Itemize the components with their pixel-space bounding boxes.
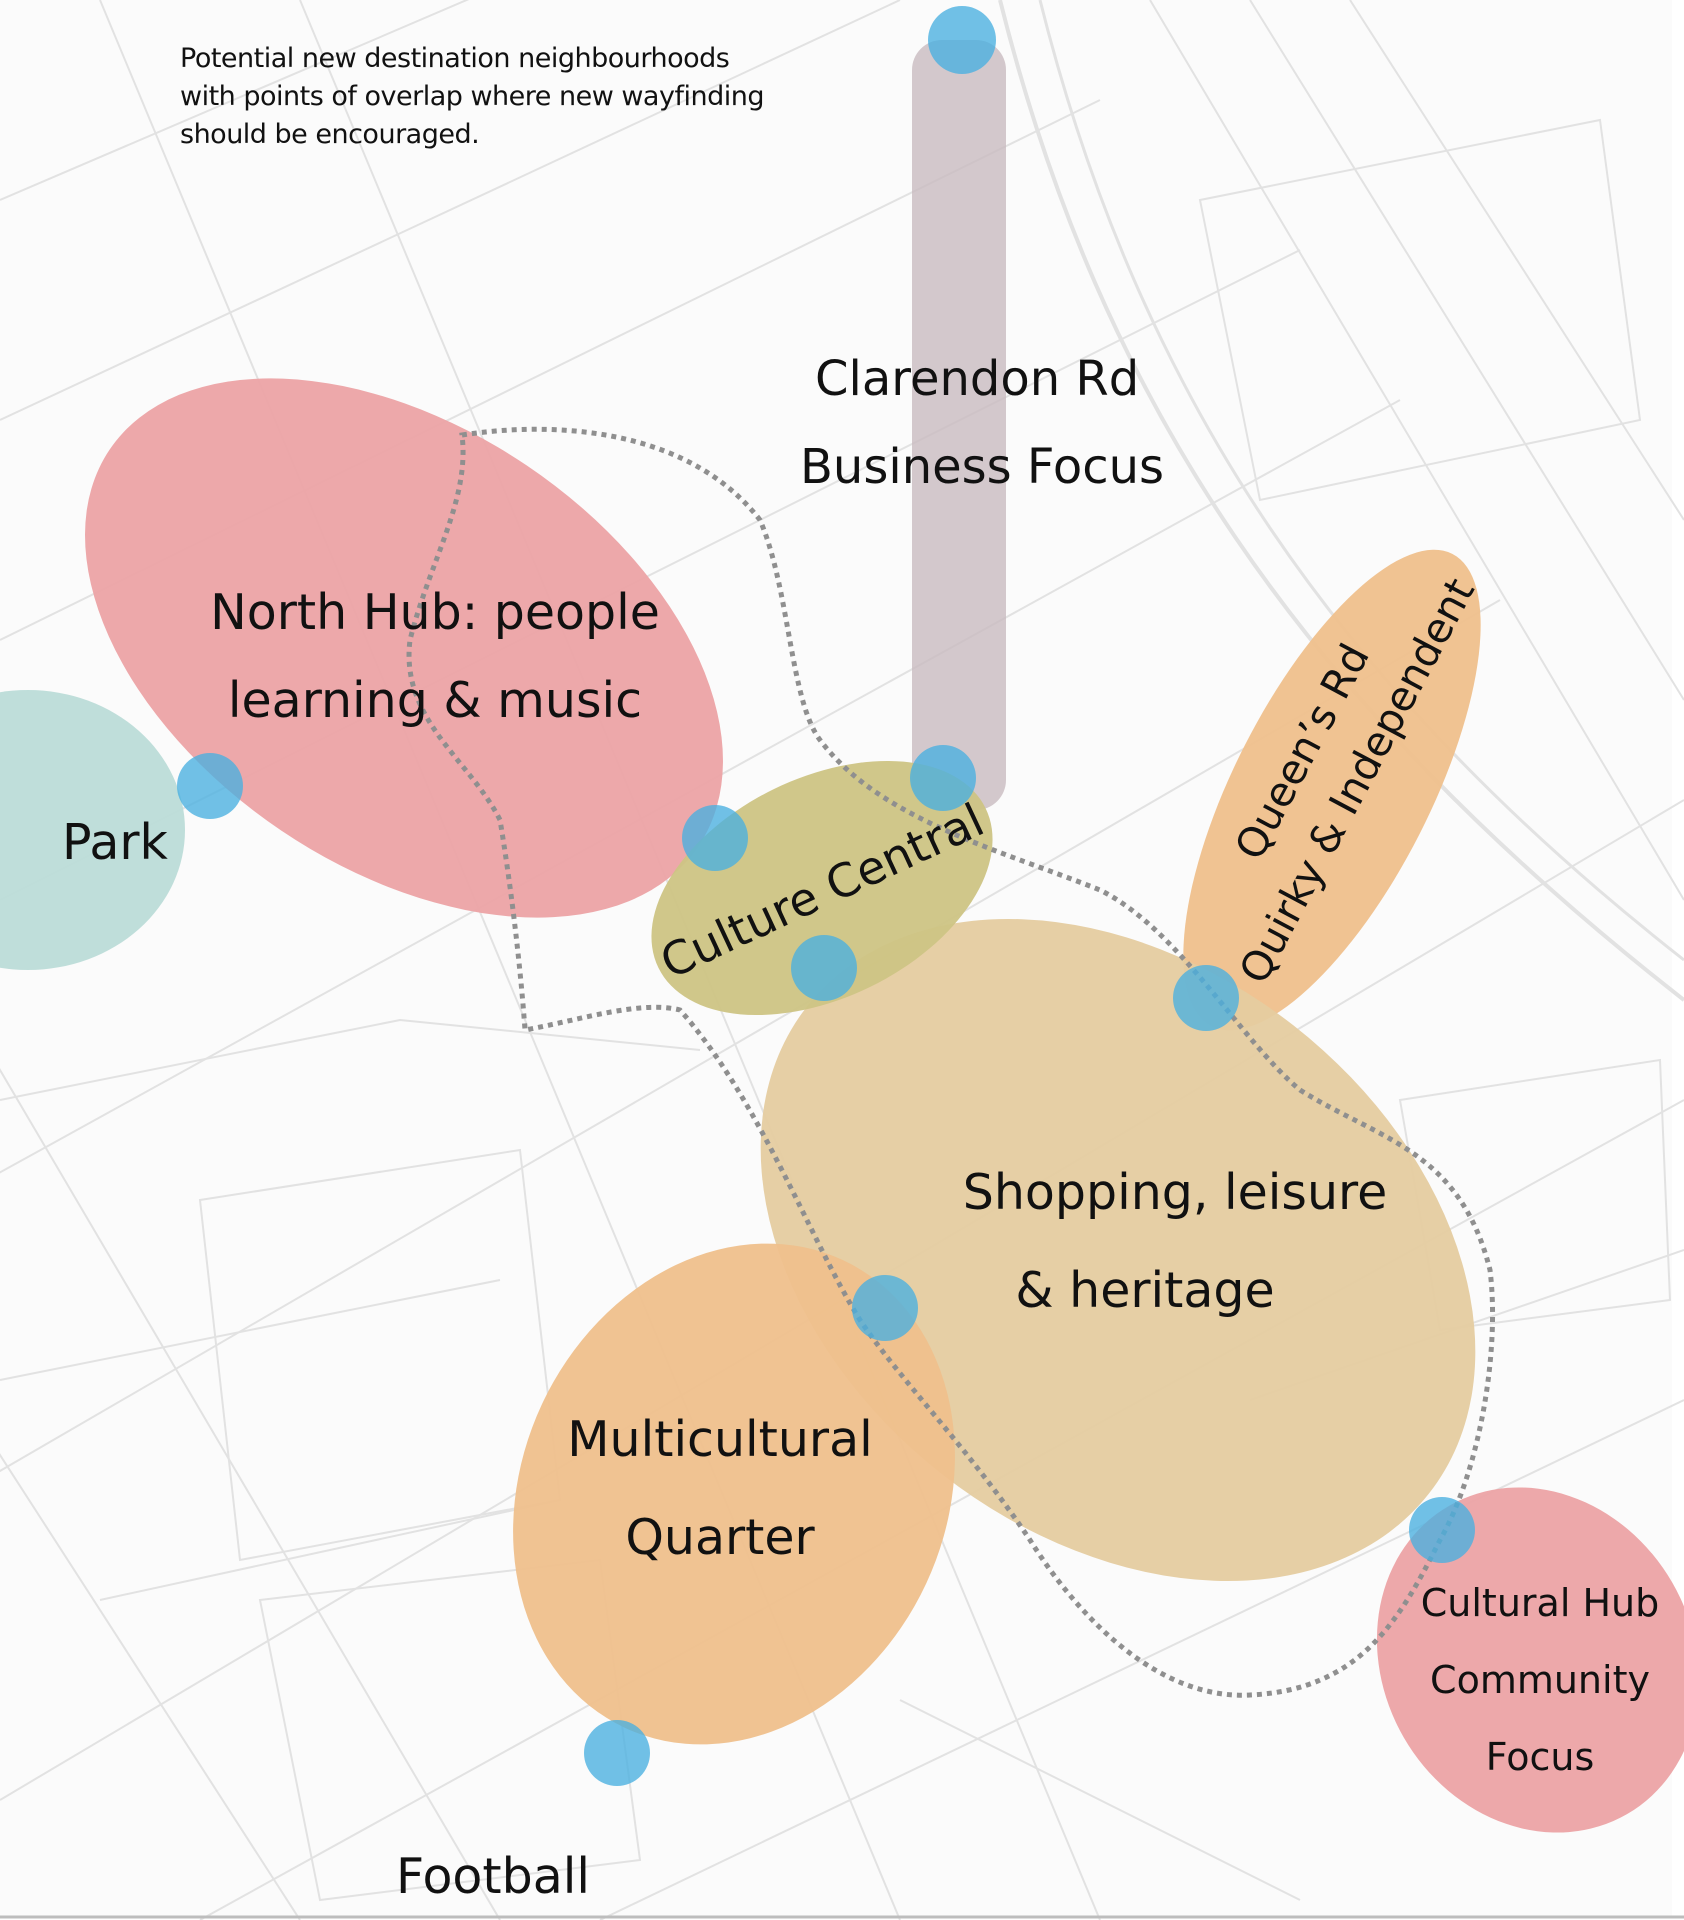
clarendon-label-line-1: Clarendon Rd <box>815 351 1140 407</box>
football-label: Football <box>396 1848 590 1905</box>
caption-line-1: Potential new destination neighbourhoods <box>180 43 730 74</box>
shopping-label-line-2: & heritage <box>1015 1262 1275 1319</box>
multicultural-zone <box>513 1243 955 1745</box>
caption-line-2: with points of overlap where new wayfind… <box>180 81 764 112</box>
town-centre-boundary <box>406 426 1496 1698</box>
overlap-dot-shopping-queens-rd[interactable] <box>1173 965 1239 1031</box>
overlap-dot-clarendon-culture-central[interactable] <box>910 745 976 811</box>
overlap-dot-clarendon-top[interactable] <box>928 6 996 74</box>
overlap-points <box>177 6 1475 1786</box>
cultural-hub-label-line-1: Cultural Hub <box>1420 1581 1660 1625</box>
shopping-label-line-1: Shopping, leisure <box>962 1164 1388 1221</box>
cultural-hub-label-line-2: Community <box>1430 1658 1650 1702</box>
overlap-dot-north-hub-culture-central[interactable] <box>682 805 748 871</box>
overlap-dot-shopping-cultural-hub[interactable] <box>1409 1497 1475 1563</box>
multicultural-label-line-2: Quarter <box>625 1509 815 1566</box>
map-caption: Potential new destination neighbourhoods… <box>180 40 764 154</box>
clarendon-label: Clarendon Rd Business Focus <box>800 355 1190 491</box>
north-hub-zone <box>85 378 723 918</box>
park-zone <box>0 690 185 970</box>
clarendon-business-bar <box>912 40 1006 810</box>
north-hub-label: North Hub: people learning & music <box>195 588 675 725</box>
cultural-hub-label: Cultural Hub Community Focus <box>1405 1584 1675 1776</box>
multicultural-label: Multicultural Quarter <box>540 1415 900 1562</box>
park-label: Park <box>62 814 168 871</box>
cultural-hub-zone <box>1376 1487 1684 1833</box>
north-hub-label-line-2: learning & music <box>227 672 643 729</box>
north-hub-label-line-1: North Hub: people <box>210 584 660 641</box>
overlap-dot-culture-central-shopping[interactable] <box>791 935 857 1001</box>
overlap-dot-multicultural-football[interactable] <box>584 1720 650 1786</box>
cultural-hub-label-line-3: Focus <box>1485 1735 1595 1779</box>
caption-line-3: should be encouraged. <box>180 119 480 150</box>
clarendon-label-line-2: Business Focus <box>800 439 1165 495</box>
queens-rd-zone <box>1183 549 1481 1031</box>
multicultural-label-line-1: Multicultural <box>567 1411 873 1468</box>
overlap-dot-shopping-multicultural[interactable] <box>852 1275 918 1341</box>
overlap-dot-park-north-hub[interactable] <box>177 753 243 819</box>
shopping-label: Shopping, leisure & heritage <box>955 1168 1395 1315</box>
